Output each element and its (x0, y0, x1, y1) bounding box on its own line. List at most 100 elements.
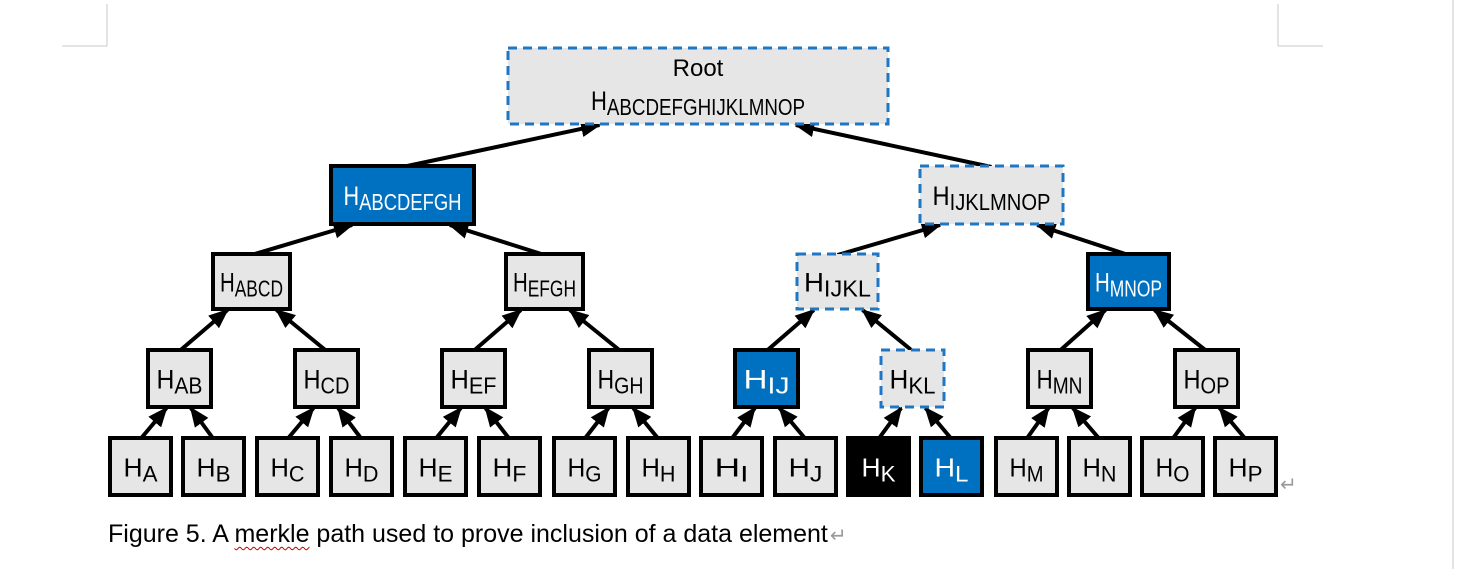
node-op: HOP (1173, 348, 1240, 409)
node-box (146, 348, 213, 409)
edge-j-to-ij (777, 406, 808, 441)
node-ef: HEF (440, 348, 507, 409)
tree-edges (138, 120, 1248, 441)
node-box (795, 252, 880, 311)
node-kl: HKL (879, 348, 946, 409)
node-p: HP (1213, 436, 1278, 497)
node-ijklmnop: HIJKLMNOP (918, 164, 1065, 226)
node-hash-label: HL (935, 453, 969, 487)
paragraph-mark-icon: ↵ (829, 525, 847, 547)
figure-caption: Figure 5. A merkle path used to prove in… (108, 520, 847, 549)
node-hash-label: HH (642, 453, 676, 487)
edge-op-to-mnop (1153, 308, 1208, 353)
node-mnop: HMNOP (1086, 252, 1171, 311)
edge-ij-to-ijkl (765, 308, 816, 353)
node-hash-label: HGH (598, 365, 644, 399)
node-b: HB (181, 436, 246, 497)
node-hash-label: HABCDEFGH (344, 181, 462, 215)
node-box (919, 436, 984, 497)
node-hash-label: HIJKLMNOP (933, 181, 1051, 215)
node-box (1026, 348, 1093, 409)
edge-mnop-to-ijklmnop (1035, 222, 1130, 257)
edge-g-to-gh (582, 406, 611, 441)
node-hash-label: HMNOP (1095, 268, 1162, 302)
node-hash-label: HP (1229, 453, 1263, 487)
node-abcd: HABCD (211, 252, 292, 311)
edge-kl-to-ijkl (861, 308, 914, 353)
node-box (626, 436, 691, 497)
edge-b-to-ab (189, 406, 216, 441)
node-hash-label: HG (568, 453, 602, 487)
node-abcdefgh: HABCDEFGH (329, 164, 476, 226)
node-box (255, 436, 320, 497)
edge-p-to-op (1217, 406, 1248, 441)
node-box (108, 436, 173, 497)
node-box (329, 436, 394, 497)
node-hash-label: HEFGH (513, 268, 576, 302)
caption-text-start: Figure 5. A (108, 520, 235, 548)
node-hash-label: HABCDEFGHIJKLMNOP (591, 86, 805, 120)
node-a: HA (108, 436, 173, 497)
node-box (733, 348, 800, 409)
node-ijkl: HIJKL (795, 252, 880, 311)
node-mn: HMN (1026, 348, 1093, 409)
edge-ef-to-efgh (472, 308, 523, 353)
node-m: HM (994, 436, 1059, 497)
node-d: HD (329, 436, 394, 497)
edge-ab-to-abcd (178, 308, 229, 353)
node-box (329, 164, 476, 226)
node-hash-label: HB (197, 453, 231, 487)
node-hash-label: HF (493, 453, 527, 487)
edge-e-to-ef (433, 406, 463, 441)
node-l: HL (919, 436, 984, 497)
node-g: HG (552, 436, 617, 497)
edge-abcdefgh-to-root (402, 120, 602, 169)
node-n: HN (1067, 436, 1132, 497)
caption-text-end: path used to prove inclusion of a data e… (309, 520, 828, 548)
node-hash-label: HCD (304, 365, 350, 399)
node-hash-label: HE (419, 453, 453, 487)
edge-cd-to-abcd (275, 308, 328, 353)
page-corner-marks (62, 0, 1454, 569)
node-f: HF (477, 436, 542, 497)
edge-mn-to-mnop (1058, 308, 1107, 353)
node-hash-label: HAB (157, 365, 203, 399)
node-box (699, 436, 764, 497)
edge-n-to-mn (1071, 406, 1102, 441)
node-hash-label: HD (345, 453, 379, 487)
edge-gh-to-efgh (568, 308, 622, 353)
node-c: HC (255, 436, 320, 497)
node-box (1213, 436, 1278, 497)
edge-m-to-mn (1024, 406, 1051, 441)
node-box (552, 436, 617, 497)
node-h: HH (626, 436, 691, 497)
node-hash-label: HK (862, 453, 896, 487)
node-box (773, 436, 838, 497)
node-hash-label: HEF (451, 365, 497, 399)
node-hash-label: HMN (1037, 365, 1083, 399)
edge-h-to-gh (631, 406, 661, 441)
node-hash-label: HN (1083, 453, 1117, 487)
node-box (1140, 436, 1205, 497)
edge-o-to-op (1170, 406, 1197, 441)
node-hash-label: HIJKL (804, 268, 871, 302)
node-box (994, 436, 1059, 497)
node-e: HE (403, 436, 468, 497)
node-box (293, 348, 360, 409)
node-hash-label: HA (124, 453, 158, 487)
edge-c-to-cd (285, 406, 316, 441)
node-hash-label: HO (1156, 453, 1190, 487)
node-ab: HAB (146, 348, 213, 409)
node-hash-label: HABCD (220, 268, 283, 302)
edge-a-to-ab (138, 406, 169, 441)
node-box (440, 348, 507, 409)
node-box (918, 164, 1065, 226)
node-title: Root (673, 55, 724, 82)
edge-ijklmnop-to-root (794, 120, 992, 169)
